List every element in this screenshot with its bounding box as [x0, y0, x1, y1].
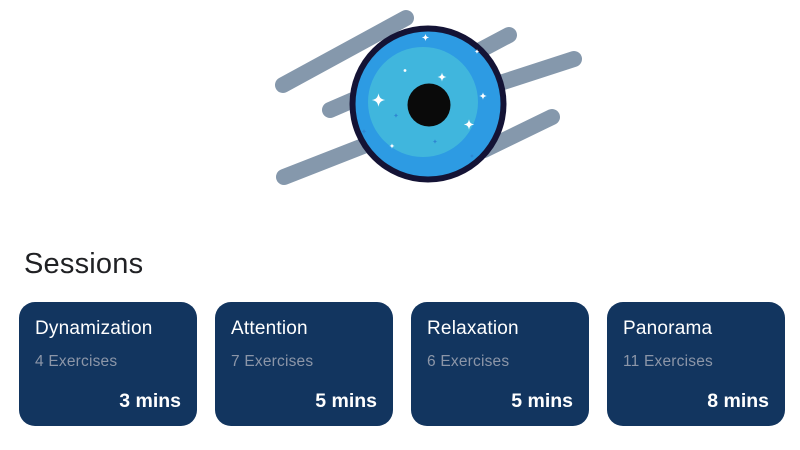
session-card-title: Dynamization — [35, 318, 153, 339]
sessions-heading: Sessions — [24, 248, 144, 280]
speed-line-mid-right — [489, 51, 582, 92]
session-card-dynamization[interactable]: Dynamization 4 Exercises 3 mins — [19, 302, 197, 426]
session-card-relaxation[interactable]: Relaxation 6 Exercises 5 mins — [411, 302, 589, 426]
session-card-exercises: 6 Exercises — [427, 353, 510, 370]
session-card-duration: 5 mins — [315, 390, 377, 412]
speed-line-bottom-right — [476, 109, 560, 158]
session-card-title: Relaxation — [427, 318, 519, 339]
session-card-duration: 3 mins — [119, 390, 181, 412]
session-card-duration: 8 mins — [707, 390, 769, 412]
session-card-exercises: 7 Exercises — [231, 353, 314, 370]
session-card-title: Panorama — [623, 318, 713, 339]
sparkle-stars — [371, 33, 487, 149]
session-card-panorama[interactable]: Panorama 11 Exercises 8 mins — [607, 302, 785, 426]
session-card-duration: 5 mins — [511, 390, 573, 412]
speed-line-top-left — [275, 10, 414, 93]
eye-pupil — [407, 83, 451, 127]
session-card-list: Dynamization 4 Exercises 3 mins Attentio… — [19, 302, 785, 426]
session-card-exercises: 4 Exercises — [35, 353, 118, 370]
eye-logo-graphic — [275, 10, 582, 185]
session-card-exercises: 11 Exercises — [623, 353, 713, 370]
session-card-title: Attention — [231, 318, 308, 339]
session-card-attention[interactable]: Attention 7 Exercises 5 mins — [215, 302, 393, 426]
app-logo — [0, 0, 800, 215]
